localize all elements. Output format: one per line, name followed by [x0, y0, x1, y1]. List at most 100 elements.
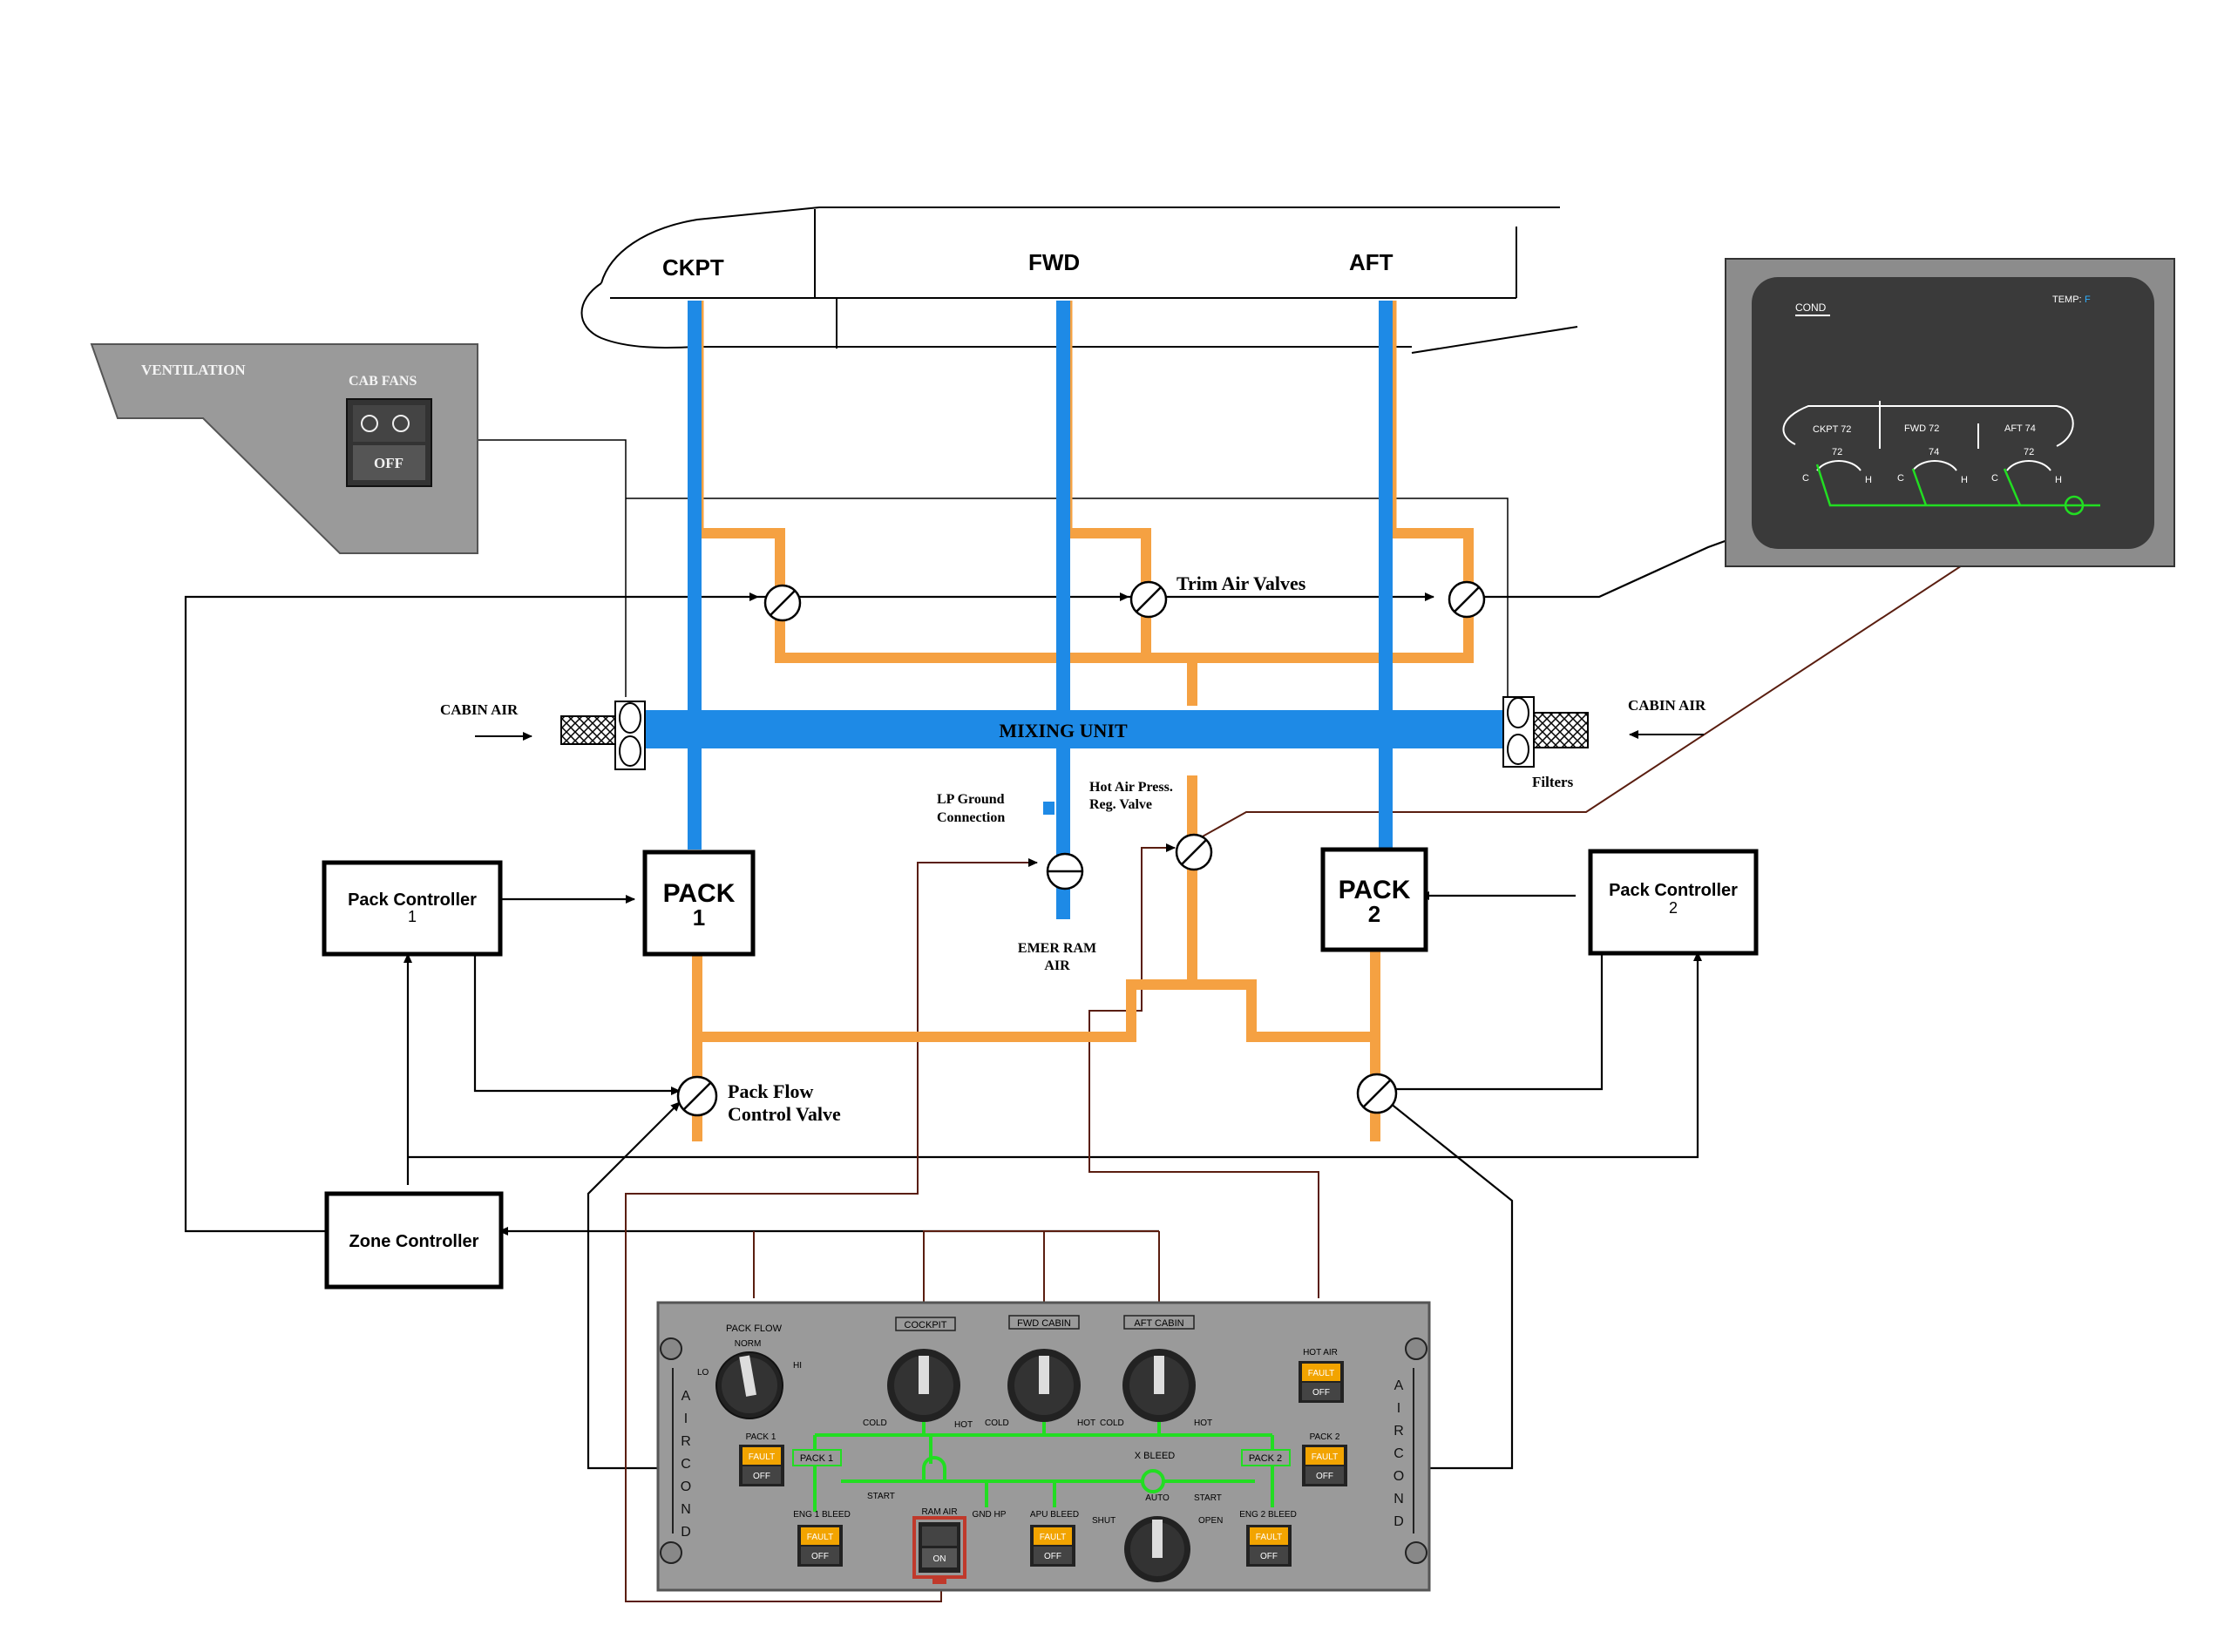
ecam-fwd-temp: FWD 72: [1904, 423, 1939, 434]
pack-1-label: PACK 1: [800, 1453, 833, 1464]
pack-1-pb-label: PACK 1: [746, 1432, 776, 1442]
pack-1: PACK 1: [642, 850, 756, 957]
ecam-duct-ckpt: 72: [1832, 447, 1842, 457]
cockpit-hot: HOT: [954, 1420, 973, 1430]
hot-air-label-2: Reg. Valve: [1089, 797, 1152, 812]
ecam-c-2: C: [1897, 473, 1904, 484]
eng2-bleed-fault: FAULT: [1256, 1533, 1282, 1542]
air-cond-left-text: AIR COND: [680, 1389, 692, 1540]
ecam-temp-label: TEMP:: [2052, 295, 2082, 305]
fwd-cabin-temp-selector[interactable]: [1007, 1349, 1081, 1422]
pack-controller-2-num: 2: [1669, 899, 1678, 917]
cab-fans-light-left: [361, 415, 378, 432]
emer-ram-label-1: EMER RAM: [1018, 941, 1096, 956]
ecam-c-1: C: [1802, 473, 1809, 484]
pack-2: PACK 2: [1320, 847, 1428, 952]
aft-cabin-label-box: [1123, 1315, 1195, 1330]
fwd-cabin-cold: COLD: [985, 1418, 1009, 1428]
mixing-unit: [645, 710, 1503, 748]
pack-2-title: PACK: [1339, 876, 1411, 904]
lp-ground-label-2: Connection: [937, 810, 1005, 825]
pack-2-fault: FAULT: [1312, 1452, 1338, 1462]
hot-air-press-reg-valve: [1175, 833, 1213, 871]
pack-flow-label-1: Pack Flow: [728, 1080, 813, 1102]
zone-controller: Zone Controller: [324, 1191, 504, 1290]
fuselage-outline: [580, 206, 1578, 354]
auto-label: AUTO: [1145, 1493, 1170, 1503]
cab-fans-light-right: [392, 415, 410, 432]
eng1-bleed-off: OFF: [811, 1552, 829, 1561]
start-label-left: START: [867, 1492, 895, 1501]
pack-2-pushbutton[interactable]: [1302, 1445, 1347, 1486]
apu-bleed-pushbutton[interactable]: [1030, 1525, 1075, 1567]
ecam-c-3: C: [1991, 473, 1998, 484]
pack-2-off: OFF: [1316, 1472, 1333, 1481]
pack-flow-label: PACK FLOW: [726, 1324, 783, 1334]
eng2-bleed-pushbutton[interactable]: [1246, 1525, 1292, 1567]
pack-1-pushbutton[interactable]: [739, 1445, 784, 1486]
pack-1-fault: FAULT: [749, 1452, 775, 1462]
cockpit-cold: COLD: [863, 1418, 887, 1428]
cockpit-selector-label: COCKPIT: [905, 1320, 947, 1330]
ecam-h-1: H: [1865, 475, 1872, 485]
zone-label-ckpt: CKPT: [662, 254, 724, 281]
ecam-ckpt-temp: CKPT 72: [1813, 424, 1851, 435]
eng2-bleed-off: OFF: [1260, 1552, 1278, 1561]
apu-bleed-fault: FAULT: [1040, 1533, 1066, 1542]
mixing-unit-label: MIXING UNIT: [999, 720, 1128, 741]
hot-air-ducts: [692, 528, 1474, 1141]
air-cond-left-label: AIR COND: [680, 1385, 692, 1544]
start-label-right: START: [1194, 1493, 1222, 1503]
cockpit-temp-selector[interactable]: [887, 1349, 960, 1422]
pack-1-label-box: [792, 1449, 842, 1466]
cabin-air-right-label: CABIN AIR: [1628, 697, 1706, 714]
aft-cabin-selector-label: AFT CABIN: [1134, 1318, 1183, 1329]
ecam-h-2: H: [1961, 475, 1968, 485]
hot-air-off: OFF: [1312, 1388, 1330, 1398]
pack-flow-valve-2: [1356, 1073, 1398, 1114]
eng1-bleed-fault: FAULT: [807, 1533, 833, 1542]
pack-flow-valve-1: [676, 1075, 718, 1117]
pack-controller-1: Pack Controller 1: [322, 860, 503, 957]
pack-controller-1-num: 1: [408, 908, 417, 925]
hot-air-pushbutton[interactable]: [1299, 1361, 1344, 1403]
pack-1-num: 1: [693, 904, 705, 931]
pack-1-title: PACK: [663, 879, 736, 908]
zone-controller-title: Zone Controller: [349, 1232, 479, 1251]
pack-1-off: OFF: [753, 1472, 770, 1481]
pack-controller-2-title: Pack Controller: [1609, 881, 1738, 900]
cabin-air-left-label: CABIN AIR: [440, 701, 519, 718]
trim-valve-aft: [1448, 580, 1486, 619]
apu-bleed-label: APU BLEED: [1030, 1510, 1079, 1520]
cab-fans-off-label: OFF: [374, 455, 403, 471]
pack-flow-selector[interactable]: [715, 1351, 783, 1419]
zone-label-aft: AFT: [1349, 249, 1394, 275]
air-cond-right-text: AIR COND: [1393, 1378, 1405, 1529]
fwd-cabin-selector-label: FWD CABIN: [1017, 1318, 1071, 1329]
apu-bleed-off: OFF: [1044, 1552, 1061, 1561]
pack-2-pb-label: PACK 2: [1310, 1432, 1340, 1442]
hot-air-label-1: Hot Air Press.: [1089, 780, 1173, 795]
aft-cabin-hot: HOT: [1194, 1418, 1212, 1428]
pack-flow-label-2: Control Valve: [728, 1103, 841, 1125]
shut-label: SHUT: [1092, 1516, 1116, 1526]
trim-valve-fwd: [1129, 580, 1168, 619]
pack-controller-2: Pack Controller 2: [1588, 849, 1759, 956]
pack-flow-hi: HI: [793, 1361, 802, 1371]
gnd-hp-label: GND HP: [973, 1510, 1007, 1520]
ecam-duct-aft: 72: [2024, 447, 2034, 457]
ecam-duct-fwd: 74: [1929, 447, 1939, 457]
ram-air-pushbutton[interactable]: [912, 1516, 966, 1584]
x-bleed-selector[interactable]: [1124, 1516, 1190, 1582]
emer-ram-air-valve: [1046, 852, 1084, 890]
emer-ram-label-2: AIR: [1044, 958, 1070, 973]
eng1-bleed-label: ENG 1 BLEED: [793, 1510, 851, 1520]
air-cond-right-label: AIR COND: [1393, 1375, 1405, 1534]
trim-air-valves-label: Trim Air Valves: [1177, 572, 1306, 594]
pack-controller-1-title: Pack Controller: [348, 890, 477, 910]
eng1-bleed-pushbutton[interactable]: [797, 1525, 843, 1567]
ventilation-title: VENTILATION: [141, 362, 246, 378]
aft-cabin-temp-selector[interactable]: [1122, 1349, 1196, 1422]
pack-flow-norm: NORM: [735, 1339, 762, 1349]
